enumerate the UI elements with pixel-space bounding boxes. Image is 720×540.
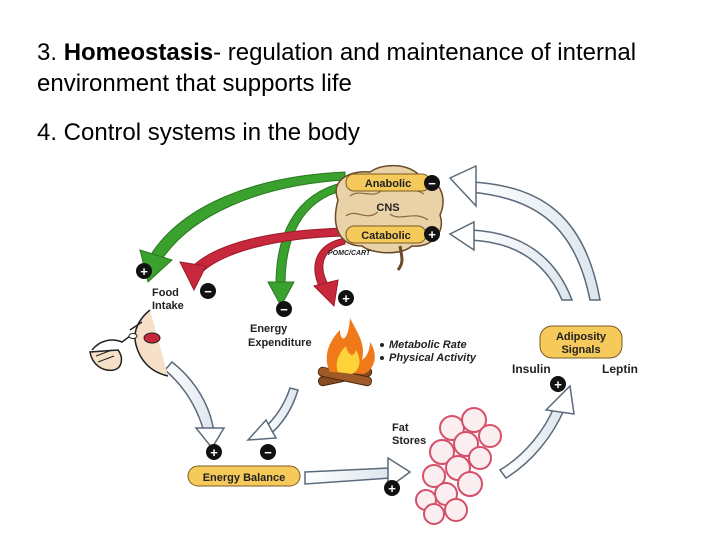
svg-text:+: + xyxy=(210,445,218,460)
point-3-term: Homeostasis xyxy=(63,39,214,66)
physical-activity-label: Physical Activity xyxy=(389,352,477,364)
energy-expenditure-label-line1: Energy xyxy=(250,323,288,335)
cns-label: CNS xyxy=(376,202,399,214)
point-3-definition: - regulation and maintenance of internal… xyxy=(37,39,637,97)
adiposity-signals-label: Adiposity Signals xyxy=(539,325,623,359)
person-eating-illustration xyxy=(89,309,169,377)
svg-text:+: + xyxy=(342,291,350,306)
fat-stores-label-line1: Fat xyxy=(392,422,409,434)
arrowhead-food-to-balance xyxy=(194,427,226,450)
energy-balance-label: Energy Balance xyxy=(187,465,301,487)
energy-expenditure-label-line2: Expenditure xyxy=(248,337,312,349)
arrow-food-to-balance xyxy=(163,360,215,433)
bullet-dot-2 xyxy=(380,356,384,360)
point-4-text: 4. Control systems in the body xyxy=(37,119,360,146)
feedback-arrowhead-anabolic xyxy=(448,164,477,208)
catabolic-plus-sign: + xyxy=(424,226,440,242)
anabolic-minus-sign: − xyxy=(424,175,440,191)
svg-text:+: + xyxy=(428,227,436,242)
svg-text:+: + xyxy=(388,481,396,496)
catabolic-label: Catabolic xyxy=(345,225,427,244)
green-arrowhead-expenditure xyxy=(267,281,295,308)
svg-text:+: + xyxy=(554,377,562,392)
svg-text:Signals: Signals xyxy=(561,344,600,356)
energy-balance-plus-sign: + xyxy=(206,444,222,460)
red-arrowhead-expenditure xyxy=(313,279,339,308)
insulin-plus-sign: + xyxy=(550,376,566,392)
food-intake-plus-sign: + xyxy=(136,263,152,279)
metabolic-rate-label: Metabolic Rate xyxy=(389,339,467,351)
fat-stores-plus-sign: + xyxy=(384,480,400,496)
svg-text:Adiposity: Adiposity xyxy=(556,331,607,343)
feedback-arrows xyxy=(163,164,601,490)
svg-text:−: − xyxy=(280,302,288,317)
feedback-arrow-to-anabolic xyxy=(469,181,601,301)
point-3-text: 3. Homeostasis- regulation and maintenan… xyxy=(37,37,697,99)
svg-text:−: − xyxy=(204,284,212,299)
expenditure-plus-sign: + xyxy=(338,290,354,306)
food-intake-minus-sign: − xyxy=(200,283,216,299)
catabolic-arrows xyxy=(179,227,346,308)
svg-text:−: − xyxy=(264,445,272,460)
arrow-fat-to-insulin xyxy=(498,403,565,479)
fat-cells-illustration xyxy=(415,407,502,525)
food-intake-label-line1: Food xyxy=(152,287,179,299)
leptin-label: Leptin xyxy=(602,362,638,376)
energy-balance-minus-sign: − xyxy=(260,444,276,460)
feedback-arrow-to-catabolic xyxy=(469,229,574,301)
svg-text:Anabolic: Anabolic xyxy=(365,178,411,190)
fat-stores-label-line2: Stores xyxy=(392,435,426,447)
pomc-cart-label: POMC/CART xyxy=(328,250,371,257)
food-intake-label-line2: Intake xyxy=(152,300,184,312)
svg-text:−: − xyxy=(428,176,436,191)
feedback-arrowhead-catabolic xyxy=(448,220,475,252)
expenditure-minus-sign: − xyxy=(276,301,292,317)
svg-text:Catabolic: Catabolic xyxy=(361,230,411,242)
arrowhead-fat-to-insulin xyxy=(544,384,575,415)
svg-text:Energy Balance: Energy Balance xyxy=(203,472,286,484)
arrow-balance-to-fat xyxy=(304,467,391,485)
svg-text:+: + xyxy=(140,264,148,279)
point-3-number: 3. xyxy=(37,39,58,66)
arrowhead-expenditure-to-balance xyxy=(246,418,278,441)
fire-icon xyxy=(317,318,375,387)
insulin-label: Insulin xyxy=(512,362,551,376)
red-arrowhead-food xyxy=(179,261,207,292)
bullet-dot-1 xyxy=(380,343,384,347)
anabolic-label: Anabolic xyxy=(345,173,431,192)
